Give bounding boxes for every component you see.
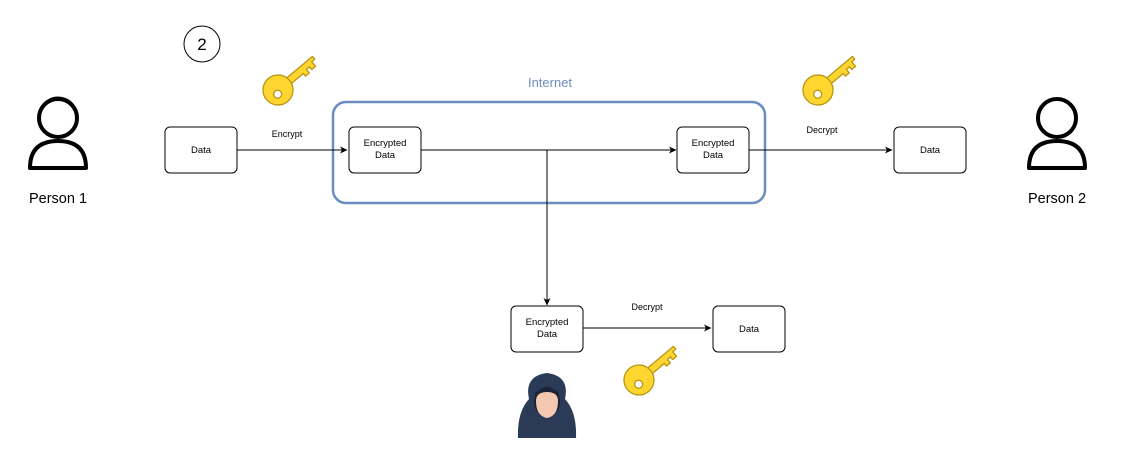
encrypted-intercepted-line-2: Data <box>537 329 558 340</box>
encrypted-intercepted-line-1: Encrypted <box>526 317 569 328</box>
hacker-icon <box>517 373 577 438</box>
encrypted-2-line-1: Encrypted <box>692 138 735 149</box>
encrypted-2-line-2: Data <box>703 150 724 161</box>
encrypted-data-box-2: Encrypted Data <box>676 126 750 174</box>
step-badge: 2 <box>183 25 221 63</box>
decrypt-receiver-label: Decrypt <box>806 125 838 135</box>
data-source-label: Data <box>191 145 212 156</box>
data-dest-box: Data <box>893 126 967 174</box>
person-2-label: Person 2 <box>1028 191 1086 207</box>
encrypt-label: Encrypt <box>272 129 303 139</box>
decrypt-attacker-label: Decrypt <box>631 302 663 312</box>
encrypted-data-box-1: Encrypted Data <box>348 126 422 174</box>
user-icon <box>28 97 88 170</box>
internet-label: Internet <box>528 75 572 90</box>
data-intercepted-box: Data <box>712 305 786 353</box>
step-number: 2 <box>197 35 206 54</box>
key-icon <box>617 337 687 402</box>
encrypted-1-line-1: Encrypted <box>364 138 407 149</box>
encrypted-1-line-2: Data <box>375 150 396 161</box>
data-dest-label: Data <box>920 145 941 156</box>
encrypted-data-box-intercepted: Encrypted Data <box>510 305 584 353</box>
data-intercepted-label: Data <box>739 324 760 335</box>
user-icon <box>1027 97 1087 170</box>
data-source-box: Data <box>164 126 238 174</box>
person-1-label: Person 1 <box>29 191 87 207</box>
key-icon <box>256 47 326 112</box>
key-icon <box>796 47 866 112</box>
internet-boundary <box>331 100 767 205</box>
